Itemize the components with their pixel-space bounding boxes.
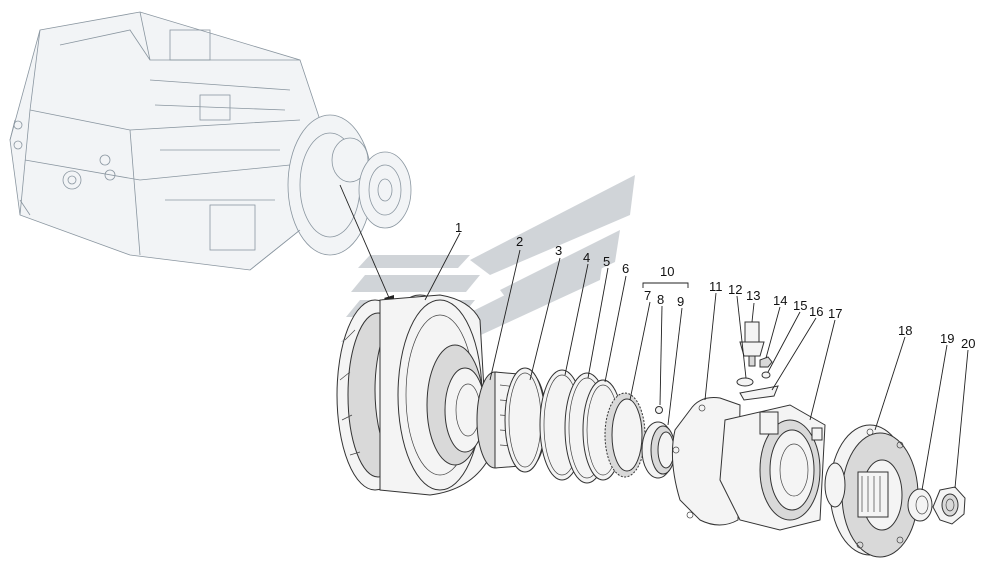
part-17-housing xyxy=(719,404,826,531)
callout-18: 18 xyxy=(898,323,912,338)
callout-15: 15 xyxy=(793,298,807,313)
callout-1: 1 xyxy=(455,220,462,235)
callout-6: 6 xyxy=(622,261,629,276)
part-16-bracket xyxy=(739,385,779,401)
callout-11: 11 xyxy=(709,279,723,294)
part-3-ring xyxy=(504,367,546,473)
part-18-flange xyxy=(824,424,919,558)
callout-7: 7 xyxy=(644,288,651,303)
callout-20: 20 xyxy=(961,336,975,351)
callout-8: 8 xyxy=(657,292,664,307)
part-20-nut xyxy=(932,486,966,525)
part-1-housing xyxy=(336,294,489,496)
callout-17: 17 xyxy=(828,306,842,321)
part-15-washer xyxy=(761,371,771,379)
part-11-cover-plate xyxy=(671,397,741,526)
gearbox-assembly xyxy=(9,11,412,271)
part-13-sensor xyxy=(739,321,765,367)
callout-4: 4 xyxy=(583,250,590,265)
callout-9: 9 xyxy=(677,294,684,309)
part-19-washer xyxy=(907,488,933,522)
part-7-toothed-ring xyxy=(604,392,646,478)
part-14-nut xyxy=(759,356,773,368)
callout-10: 10 xyxy=(660,264,674,279)
callout-2: 2 xyxy=(516,234,523,249)
part-9-bearing xyxy=(641,421,676,479)
callout-16: 16 xyxy=(809,304,823,319)
callout-12: 12 xyxy=(728,282,742,297)
leader-lines xyxy=(424,232,969,491)
callout-labels: 1 2 3 4 5 6 7 8 9 10 11 12 13 14 15 16 1… xyxy=(455,220,975,351)
callout-13: 13 xyxy=(746,288,760,303)
callout-5: 5 xyxy=(603,254,610,269)
callout-14: 14 xyxy=(773,293,787,308)
callout-3: 3 xyxy=(555,243,562,258)
callout-19: 19 xyxy=(940,331,954,346)
part-12-washer xyxy=(736,377,754,387)
part-8-ball xyxy=(655,406,663,414)
